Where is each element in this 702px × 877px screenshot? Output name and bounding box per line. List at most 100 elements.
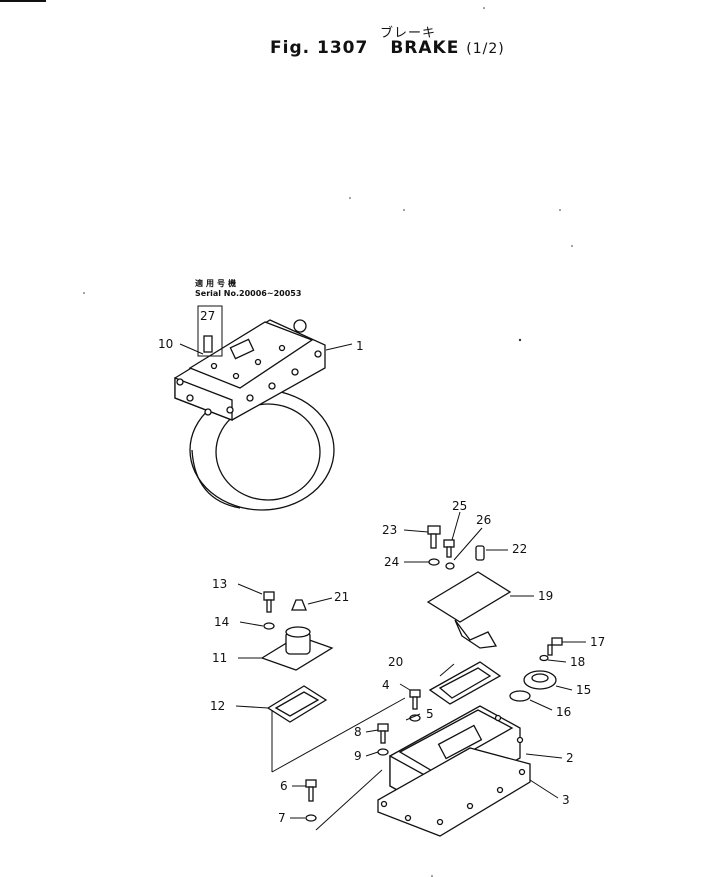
bolt-13-head [263,591,275,601]
callout-14: 14 [214,615,229,629]
callout-15: 15 [576,683,591,697]
callout-17: 17 [590,635,605,649]
pin-22 [475,545,485,561]
case-2-opening [437,724,483,760]
bolt-17-shank [547,644,553,656]
washer-9 [377,748,389,756]
cover-19-bracket [454,619,498,649]
serial-callout-box [197,305,223,357]
bolt-4-shank [412,696,418,710]
callout-25: 25 [452,499,467,513]
callout-10: 10 [158,337,173,351]
leader-12 [235,705,269,709]
cover-plate-19 [426,571,512,623]
callout-3: 3 [562,793,570,807]
callout-1: 1 [356,339,364,353]
bolt-17-head [551,637,563,646]
bolt-25-head [443,539,455,548]
cover-dome-top [285,626,311,638]
main-case-group [290,637,586,837]
brake-drum-assembly [174,305,353,511]
brake-drum-inner [215,403,321,501]
bolt-25-shank [446,546,452,558]
leader-26 [453,527,483,561]
housing-window [229,338,255,360]
gasket-12-inner [274,691,320,717]
leader-2 [525,753,563,759]
callout-2: 2 [566,751,574,765]
brake-housing-front [174,377,233,421]
gasket-20 [428,661,502,705]
washer-18 [539,654,549,662]
gasket-12 [266,685,328,723]
title-japanese: ブレーキ [380,26,437,41]
cover-11-group [235,583,406,773]
washer-7 [305,814,317,822]
callout-7: 7 [278,811,286,825]
housing-bolts [176,344,322,416]
assembly-line-c [315,769,383,831]
callout-5: 5 [426,707,434,721]
case-bolts [380,714,526,826]
callout-labels: 1 2 3 4 5 6 7 8 9 10 11 12 13 14 15 16 1… [158,309,605,825]
leader-5 [405,713,421,721]
plug-27 [203,335,213,353]
callout-23: 23 [382,523,397,537]
leader-18 [547,659,567,663]
figure-name: BRAKE [390,38,460,58]
callout-6: 6 [280,779,288,793]
figure-number: Fig. 1307 [270,38,369,58]
leader-21 [307,597,333,605]
washer-24 [428,558,440,566]
oring-16 [509,690,531,702]
assembly-line-b [271,697,406,773]
callout-11: 11 [212,651,227,665]
base-3 [377,747,531,837]
bolt-23-head [427,525,441,535]
leader-16 [529,699,553,711]
leader-15 [555,685,573,691]
leader-13 [237,583,263,595]
callout-22: 22 [512,542,527,556]
leader-20 [439,663,455,677]
callout-19: 19 [538,589,553,603]
bolt-6-head [305,779,317,788]
callout-16: 16 [556,705,571,719]
figure-title: Fig. 1307 BRAKE (1/2) [270,38,505,58]
leader-1 [325,343,353,351]
bolt-8-shank [380,730,386,744]
leader-25 [451,511,461,541]
leader-14 [239,621,264,627]
leader-9 [365,751,379,757]
leader-4 [399,683,411,691]
washer-26 [445,562,455,570]
washer-14 [263,622,275,630]
callout-20: 20 [388,655,403,669]
scan-specks [83,7,573,877]
callout-27: 27 [200,309,215,323]
callout-8: 8 [354,725,362,739]
corner-rule [0,0,46,2]
bolt-13-shank [266,599,272,613]
callout-9: 9 [354,749,362,763]
figure-part: (1/2) [466,41,505,57]
cover-19-group [403,511,534,649]
cap-15-boss [531,673,549,683]
callout-21: 21 [334,590,349,604]
leader-10 [179,343,204,355]
serial-range: Serial No.20006~20053 [195,289,302,298]
leader-8 [365,729,379,733]
callout-12: 12 [210,699,225,713]
callout-4: 4 [382,678,390,692]
serial-label-japanese: 適用号機 [195,279,239,288]
housing-fitting [293,319,307,333]
bolt-6-shank [308,786,314,802]
callout-13: 13 [212,577,227,591]
brake-housing-top [188,321,314,389]
callout-24: 24 [384,555,399,569]
bolt-8-head [377,723,389,732]
callout-26: 26 [476,513,491,527]
leader-3 [529,779,559,799]
